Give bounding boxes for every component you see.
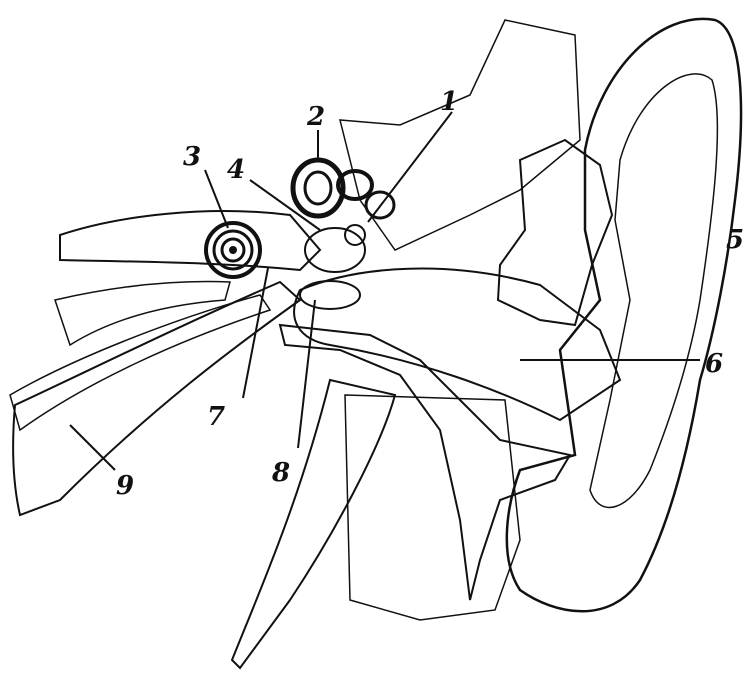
auricle [507, 19, 741, 611]
label-1: 1 [440, 87, 458, 117]
cochlea [206, 223, 260, 277]
label-2: 2 [306, 102, 325, 132]
label-9: 9 [116, 471, 134, 501]
leader-lines [70, 112, 700, 470]
middle-ear [300, 225, 365, 309]
petrous-bone [60, 211, 320, 270]
label-4: 4 [227, 155, 245, 185]
label-7: 7 [207, 402, 225, 432]
label-6: 6 [705, 349, 723, 379]
styloid-process [232, 380, 395, 668]
lower-cartilage [280, 325, 570, 600]
label-3: 3 [183, 142, 201, 172]
part-labels: 1 2 3 4 5 6 7 8 9 [116, 87, 744, 501]
upper-tube-bone [55, 282, 230, 345]
eustachian-tube [13, 282, 300, 515]
label-5: 5 [726, 225, 744, 255]
label-8: 8 [271, 458, 290, 488]
